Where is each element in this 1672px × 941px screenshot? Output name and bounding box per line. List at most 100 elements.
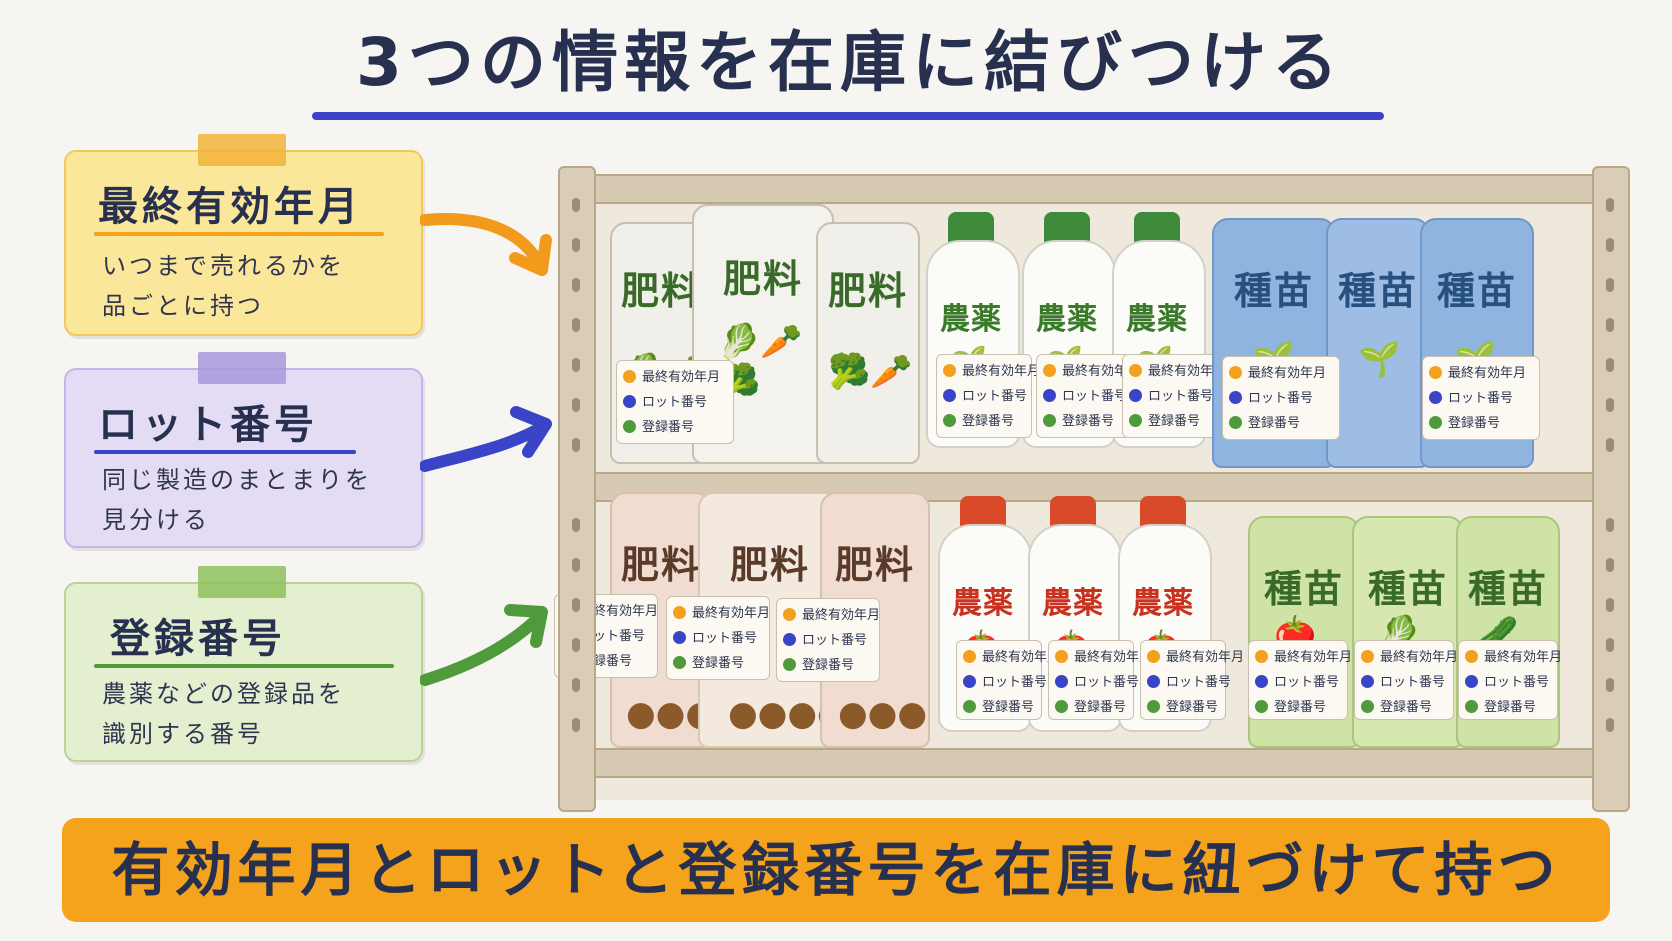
tag-row-label: 最終有効年月 xyxy=(1074,650,1153,665)
product-label: 種苗 xyxy=(1233,269,1314,313)
product-label: 農薬 xyxy=(1042,586,1104,621)
product-label: 肥料 xyxy=(827,269,908,313)
fertilizer-bag: 肥料 🥦🥕 xyxy=(816,222,920,464)
lot-dot-icon xyxy=(673,631,686,644)
expiry-dot-icon xyxy=(943,364,956,377)
shelf-post-left xyxy=(558,166,596,812)
product-info-tag: 最終有効年月 ロット番号 登録番号 xyxy=(936,354,1040,438)
lot-dot-icon xyxy=(963,675,976,688)
registration-dot-icon xyxy=(1255,700,1268,713)
expiry-dot-icon xyxy=(1129,364,1142,377)
lot-dot-icon xyxy=(1055,675,1068,688)
product-label: 農薬 xyxy=(1036,302,1098,337)
tag-row-label: 最終有効年月 xyxy=(1148,364,1227,379)
product-label: 種苗 xyxy=(1467,567,1548,611)
shelf-board-bottom xyxy=(580,748,1614,778)
product-info-tag: 最終有効年月 ロット番号 登録番号 xyxy=(1036,354,1140,438)
expiry-dot-icon xyxy=(783,608,796,621)
lot-dot-icon xyxy=(1229,391,1242,404)
tag-row-label: ロット番号 xyxy=(982,675,1048,690)
tag-row-label: 登録番号 xyxy=(1274,700,1327,715)
product-label: 農薬 xyxy=(952,586,1014,621)
product-info-tag: 最終有効年月 ロット番号 登録番号 xyxy=(1422,356,1540,440)
tag-row-label: 登録番号 xyxy=(1248,416,1301,431)
tag-row-label: 最終有効年月 xyxy=(962,364,1041,379)
seed-bag: 種苗 🌱 xyxy=(1326,218,1430,468)
tag-row-label: 最終有効年月 xyxy=(1274,650,1353,665)
card-desc-registration: 農薬などの登録品を 識別する番号 xyxy=(102,674,402,754)
card-expiry: 最終有効年月 いつまで売れるかを 品ごとに持つ xyxy=(64,134,423,336)
card-registration: 登録番号 農薬などの登録品を 識別する番号 xyxy=(64,566,423,762)
tag-row-label: 登録番号 xyxy=(1448,416,1501,431)
registration-dot-icon xyxy=(1465,700,1478,713)
expiry-dot-icon xyxy=(1043,364,1056,377)
tag-row-label: 登録番号 xyxy=(1380,700,1433,715)
tag-row-label: 最終有効年月 xyxy=(692,606,771,621)
registration-dot-icon xyxy=(1361,700,1374,713)
product-label: 農薬 xyxy=(1132,586,1194,621)
tag-row-label: ロット番号 xyxy=(1062,389,1128,404)
registration-dot-icon xyxy=(783,658,796,671)
product-label: 種苗 xyxy=(1436,269,1517,313)
summary-banner: 有効年月とロットと登録番号を在庫に紐づけて持つ xyxy=(62,818,1610,922)
lot-dot-icon xyxy=(623,395,636,408)
page-title: 3つの情報を在庫に結びつける xyxy=(356,24,1344,101)
registration-dot-icon xyxy=(1055,700,1068,713)
product-label: 肥料 xyxy=(729,543,810,587)
tag-row-label: 最終有効年月 xyxy=(580,604,659,619)
card-heading-lot: ロット番号 xyxy=(98,402,318,448)
product-label: 肥料 xyxy=(834,543,915,587)
product-info-tag: 最終有効年月 ロット番号 登録番号 xyxy=(956,640,1060,720)
tag-row-label: ロット番号 xyxy=(1484,675,1550,690)
shelf-board-top xyxy=(580,174,1614,204)
arrow-icon xyxy=(420,604,548,686)
product-label: 農薬 xyxy=(1126,302,1188,337)
tag-row-label: 登録番号 xyxy=(982,700,1035,715)
card-heading-registration: 登録番号 xyxy=(110,616,286,662)
expiry-dot-icon xyxy=(1255,650,1268,663)
vegetables-icon: 🥬🥕🥦 xyxy=(718,322,803,402)
product-label: 種苗 xyxy=(1367,567,1448,611)
pellets-icon: ●●● xyxy=(838,694,928,734)
product-info-tag: 最終有効年月 ロット番号 登録番号 xyxy=(1248,640,1352,720)
expiry-dot-icon xyxy=(673,606,686,619)
tag-row-label: ロット番号 xyxy=(1166,675,1232,690)
title-underline xyxy=(312,112,1384,120)
registration-dot-icon xyxy=(1043,414,1056,427)
product-info-tag: 最終有効年月 ロット番号 登録番号 xyxy=(1458,640,1562,720)
tag-row-label: 最終有効年月 xyxy=(1166,650,1245,665)
tag-row-label: ロット番号 xyxy=(580,629,646,644)
lot-dot-icon xyxy=(1043,389,1056,402)
tag-row-label: 最終有効年月 xyxy=(1484,650,1563,665)
tag-row-label: ロット番号 xyxy=(802,633,868,648)
card-desc-lot: 同じ製造のまとまりを 見分ける xyxy=(102,460,402,540)
seedling-icon: 🌱 xyxy=(1358,340,1401,380)
tag-row-label: 最終有効年月 xyxy=(642,370,721,385)
expiry-dot-icon xyxy=(1229,366,1242,379)
heading-underline xyxy=(94,232,384,236)
tag-row-label: 最終有効年月 xyxy=(1380,650,1459,665)
registration-dot-icon xyxy=(1429,416,1442,429)
registration-dot-icon xyxy=(673,656,686,669)
vegetables-icon: 🥦🥕 xyxy=(828,352,913,392)
tag-row-label: ロット番号 xyxy=(1448,391,1514,406)
tape-decoration xyxy=(198,134,286,166)
product-info-tag: 最終有効年月 ロット番号 登録番号 xyxy=(1048,640,1152,720)
registration-dot-icon xyxy=(943,414,956,427)
registration-dot-icon xyxy=(963,700,976,713)
product-label: 種苗 xyxy=(1263,567,1344,611)
tag-row-label: 最終有効年月 xyxy=(1448,366,1527,381)
lot-dot-icon xyxy=(1429,391,1442,404)
tag-row-label: 登録番号 xyxy=(1484,700,1537,715)
arrow-icon xyxy=(420,213,552,276)
tag-row-label: 登録番号 xyxy=(962,414,1015,429)
desc-line: 品ごとに持つ xyxy=(102,292,264,320)
card-heading-expiry: 最終有効年月 xyxy=(98,184,362,230)
expiry-dot-icon xyxy=(1055,650,1068,663)
expiry-dot-icon xyxy=(1361,650,1374,663)
card-lot: ロット番号 同じ製造のまとまりを 見分ける xyxy=(64,352,423,548)
inventory-shelf: 肥料 🥬🥕 肥料 🥬🥕🥦 肥料 🥦🥕 最終有効年月 ロット番号 登録番号 農薬 … xyxy=(554,166,1630,812)
desc-line: 識別する番号 xyxy=(102,720,264,748)
expiry-dot-icon xyxy=(1429,366,1442,379)
heading-underline xyxy=(94,664,394,668)
